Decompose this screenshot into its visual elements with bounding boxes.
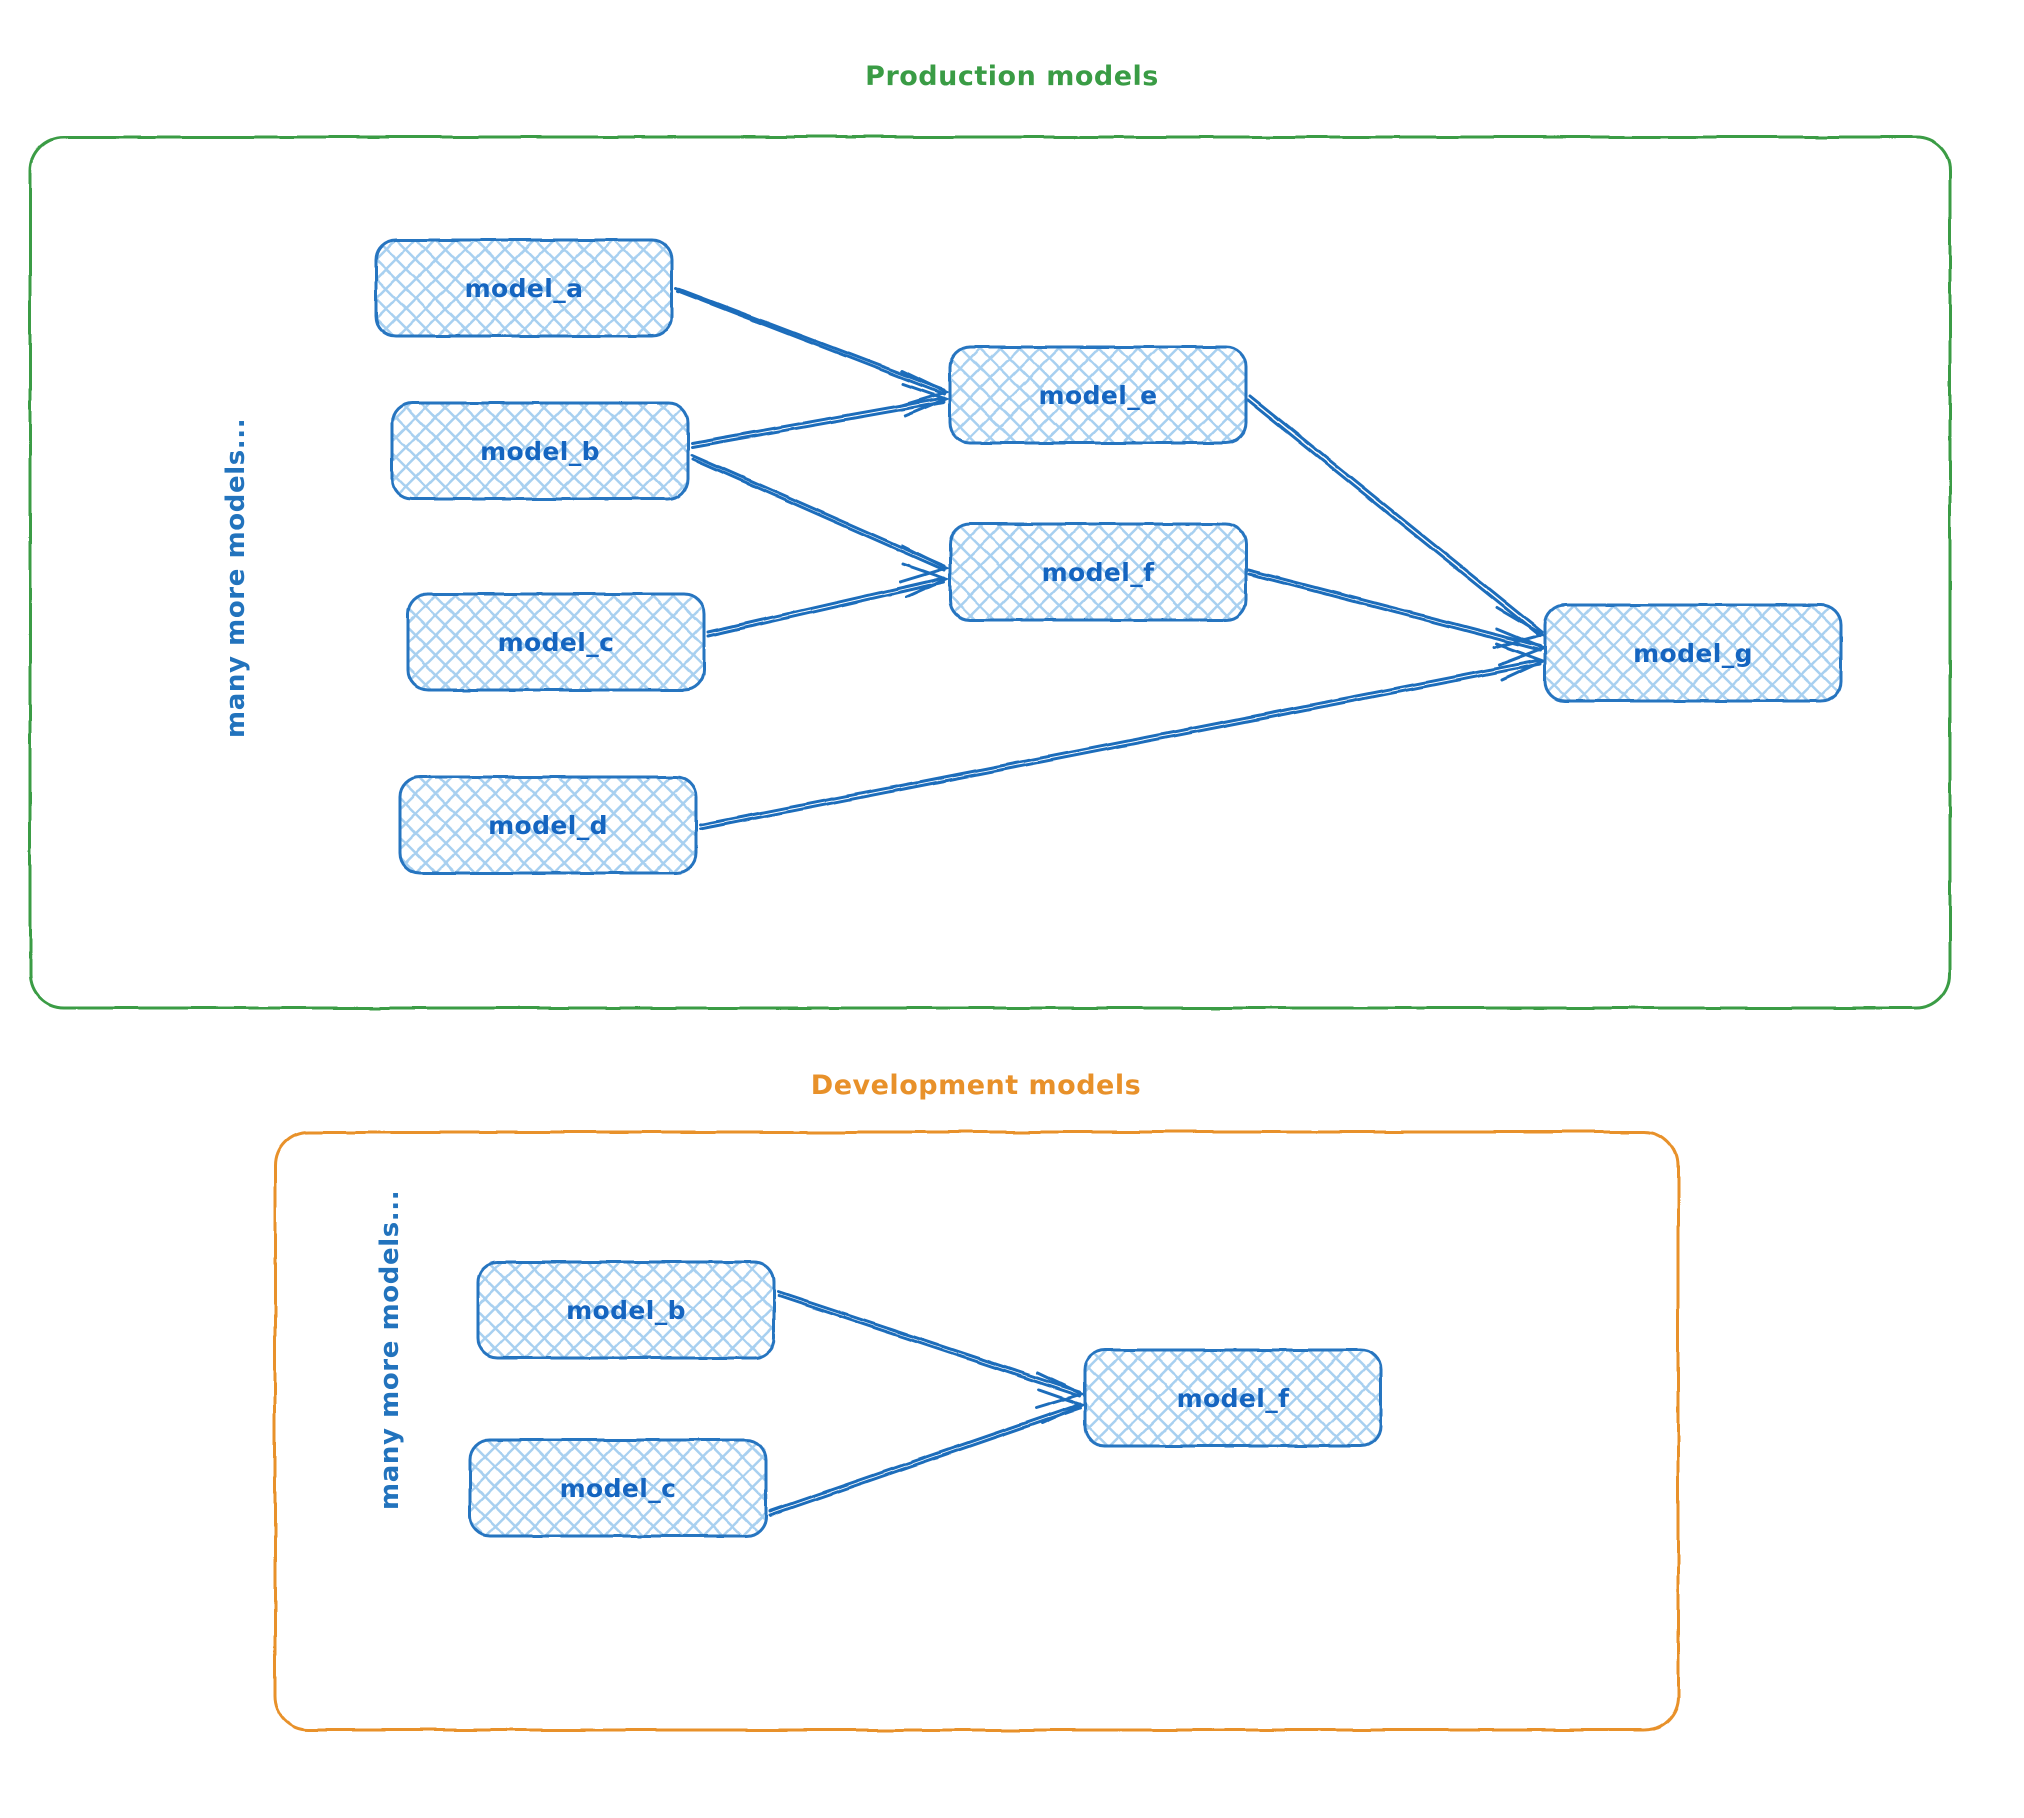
node-label: model_f <box>1042 558 1156 587</box>
node-box[interactable] <box>948 522 1248 622</box>
development-side-note: many more models... <box>375 1190 405 1510</box>
node-box[interactable] <box>406 592 706 692</box>
production-edges <box>674 286 1548 831</box>
production-group-border <box>28 135 1952 1010</box>
node-dev-model-c[interactable]: model_c <box>468 1438 768 1538</box>
node-prod-model-f[interactable]: model_f <box>948 522 1248 622</box>
node-label: model_e <box>1039 381 1158 410</box>
node-label: model_c <box>498 628 615 657</box>
development-group-border <box>273 1130 1680 1732</box>
edge-model-a-to-model-e <box>674 286 951 408</box>
edge-dev-model-b-to-model-f <box>776 1290 1087 1410</box>
node-label: model_a <box>465 274 584 303</box>
node-prod-model-a[interactable]: model_a <box>374 238 674 338</box>
node-dev-model-b[interactable]: model_b <box>476 1260 776 1360</box>
node-prod-model-c[interactable]: model_c <box>406 592 706 692</box>
node-prod-model-e[interactable]: model_e <box>948 345 1248 445</box>
node-box[interactable] <box>1543 603 1843 703</box>
node-dev-model-f[interactable]: model_f <box>1083 1348 1383 1448</box>
development-edges <box>768 1290 1087 1517</box>
production-group-title: Production models <box>865 61 1159 92</box>
development-group-title: Development models <box>811 1070 1141 1101</box>
node-label: model_d <box>488 811 608 840</box>
edge-model-c-to-model-f <box>706 562 951 638</box>
edge-model-b-to-model-e <box>690 382 951 449</box>
development-group: Development models many more models... <box>273 1070 1680 1732</box>
development-nodes: model_b model_c model_f <box>468 1260 1383 1538</box>
node-prod-model-d[interactable]: model_d <box>398 775 698 875</box>
production-group: Production models many more models... <box>28 61 1952 1010</box>
node-box[interactable] <box>948 345 1248 445</box>
node-label: model_c <box>560 1474 677 1503</box>
node-box[interactable] <box>398 775 698 875</box>
node-prod-model-b[interactable]: model_b <box>390 401 690 501</box>
edge-model-d-to-model-g <box>698 642 1547 831</box>
node-box[interactable] <box>374 238 674 338</box>
node-box[interactable] <box>476 1260 776 1360</box>
edge-model-f-to-model-g <box>1246 568 1548 667</box>
node-label: model_b <box>480 437 600 466</box>
node-box[interactable] <box>1083 1348 1383 1448</box>
edge-model-e-to-model-g <box>1246 394 1547 650</box>
node-label: model_g <box>1633 639 1753 668</box>
edge-dev-model-c-to-model-f <box>768 1388 1087 1517</box>
node-box[interactable] <box>390 401 690 501</box>
node-label: model_f <box>1177 1384 1291 1413</box>
production-side-note: many more models... <box>221 418 251 738</box>
node-prod-model-g[interactable]: model_g <box>1543 603 1843 703</box>
node-box[interactable] <box>468 1438 768 1538</box>
edge-model-b-to-model-f <box>690 453 951 584</box>
production-nodes: model_a model_b model_c model_d model_e … <box>374 238 1843 875</box>
node-label: model_b <box>566 1296 686 1325</box>
